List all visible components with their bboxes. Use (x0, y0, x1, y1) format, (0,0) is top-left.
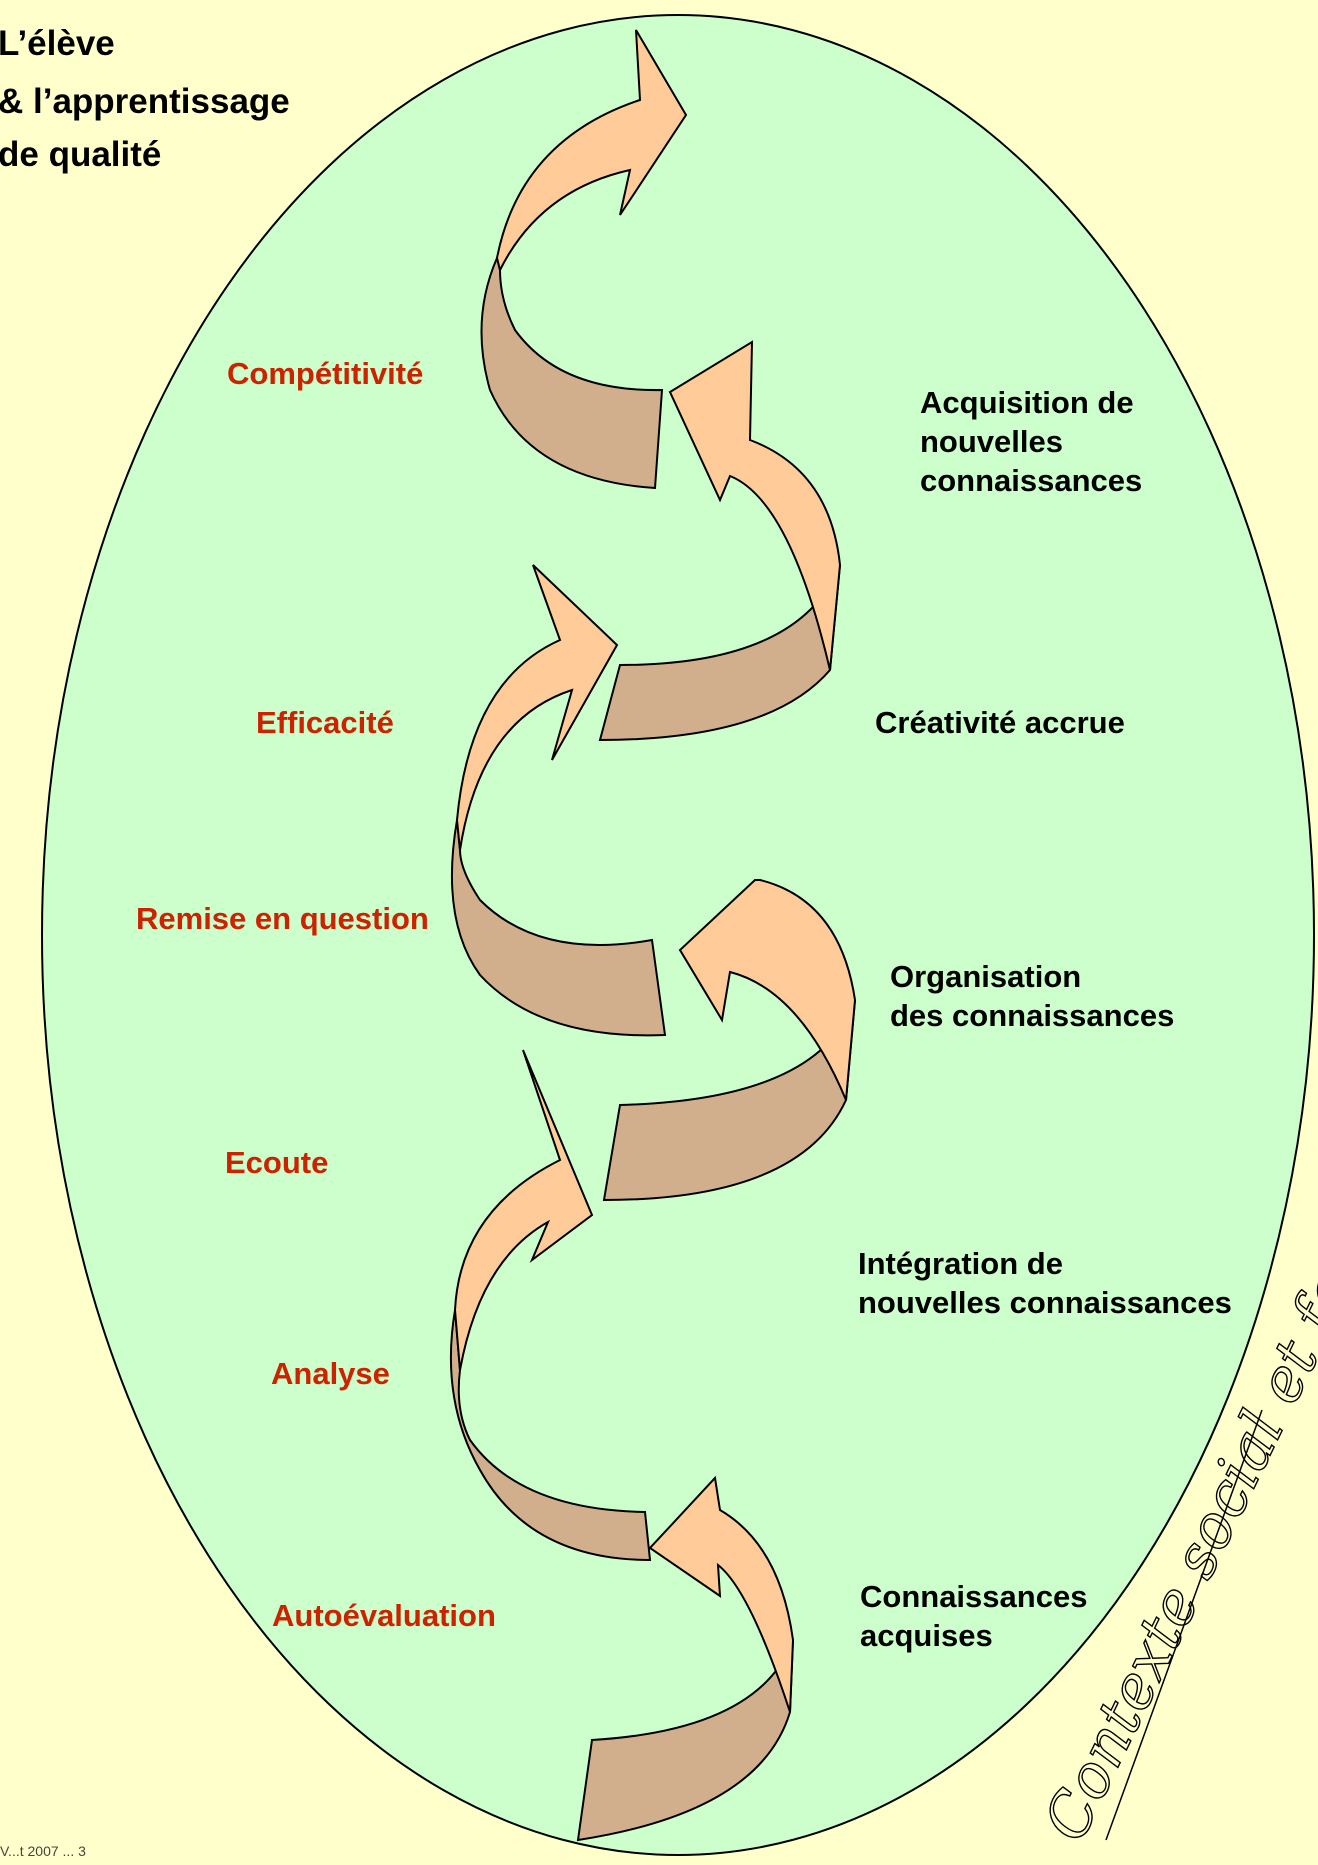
right-label-acquisition-line-2: nouvelles (920, 423, 1063, 459)
arrow-segment-2-light (453, 1049, 594, 1371)
left-label-competitivite: Compétitivité (227, 356, 424, 391)
context-separator-line (1105, 1409, 1263, 1841)
left-label-remise-en-question: Remise en question (136, 901, 429, 936)
left-label-efficacite: Efficacité (256, 705, 394, 740)
left-label-autoevaluation: Autoévaluation (272, 1598, 496, 1633)
right-label-creativite-line-1: Créativité accrue (875, 705, 1125, 740)
arrow-segment-4-dark (450, 819, 667, 1037)
arrow-segment-6-dark (480, 254, 664, 490)
right-label-connaissances-acquises: Connaissances acquises (860, 1578, 1087, 1656)
right-label-acquisition-line-3: connaissances (920, 462, 1143, 498)
right-label-integration-line-1: Intégration de (858, 1246, 1063, 1281)
arrow-segment-2-dark (449, 1309, 652, 1562)
left-label-analyse: Analyse (271, 1356, 390, 1391)
arrow-segment-4-light (455, 564, 619, 851)
footer-note: V...t 2007 ... 3 (0, 1843, 86, 1859)
arrow-segment-5-light (668, 340, 842, 671)
right-label-organisation-line-2: des connaissances (890, 997, 1175, 1033)
right-label-integration-line-2: nouvelles connaissances (858, 1284, 1232, 1320)
right-label-acquisition: Acquisition de nouvelles connaissances (920, 384, 1142, 500)
right-label-connaissances-line-1: Connaissances (860, 1579, 1088, 1614)
left-label-ecoute: Ecoute (225, 1145, 329, 1180)
right-label-connaissances-line-2: acquises (860, 1617, 993, 1653)
right-label-integration: Intégration de nouvelles connaissances (858, 1245, 1232, 1323)
arrow-segment-3-light (678, 879, 857, 1101)
right-label-acquisition-line-1: Acquisition de (920, 385, 1134, 420)
title-line-2: & l’apprentissage (0, 82, 290, 121)
right-label-creativite: Créativité accrue (875, 704, 1125, 743)
title-line-3: de qualité (0, 135, 162, 174)
title-line-1: L’élève (0, 24, 115, 63)
spiral-arrow (449, 29, 857, 1842)
arrow-segment-6-light (495, 29, 688, 273)
right-label-organisation: Organisation des connaissances (890, 958, 1174, 1036)
context-ellipse (41, 14, 1315, 1856)
arrow-segment-1-light (648, 1475, 795, 1713)
right-label-organisation-line-1: Organisation (890, 959, 1082, 994)
